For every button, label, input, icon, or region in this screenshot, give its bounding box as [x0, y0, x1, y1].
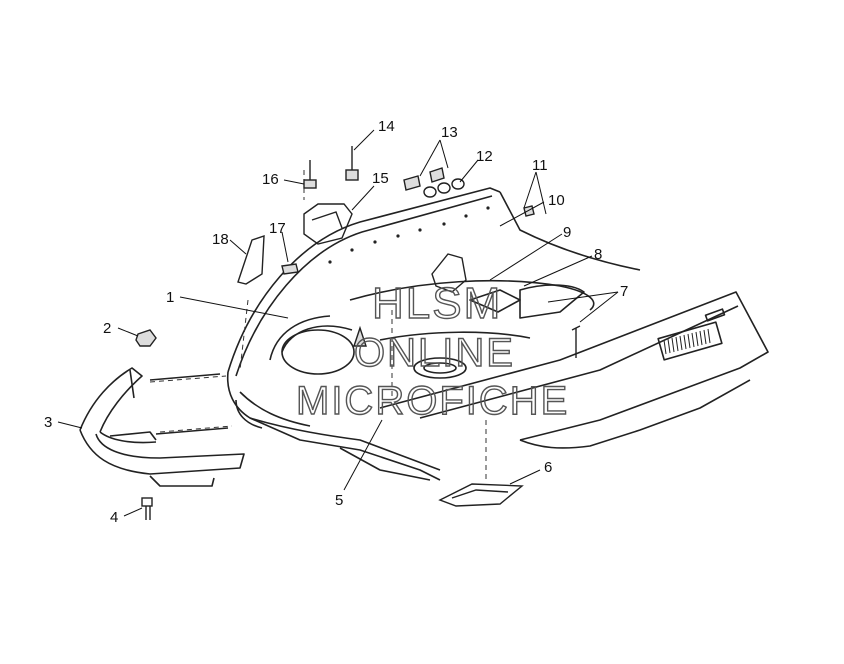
callout-18: 18	[212, 231, 229, 248]
callout-2: 2	[103, 320, 111, 337]
callout-10: 10	[548, 192, 565, 209]
callout-12: 12	[476, 148, 493, 165]
callout-4: 4	[110, 509, 118, 526]
callout-11: 11	[532, 157, 548, 174]
callout-13: 13	[441, 124, 458, 141]
hardware	[135, 146, 581, 520]
watermark-line-1: HLSM	[372, 279, 502, 328]
leader-lines	[57, 129, 619, 517]
watermark: HLSM ONLINE MICROFICHE	[295, 278, 569, 423]
callout-16: 16	[262, 171, 279, 188]
watermark-line-2: ONLINE	[354, 331, 515, 375]
callout-6: 6	[544, 459, 552, 476]
callout-8: 8	[594, 246, 602, 263]
callout-15: 15	[372, 170, 389, 187]
front-bumper	[79, 367, 245, 487]
callout-5: 5	[335, 492, 343, 509]
callout-9: 9	[563, 224, 571, 241]
watermark-line-3: MICROFICHE	[296, 379, 569, 423]
windshield-rivets	[328, 206, 490, 264]
callout-17: 17	[269, 220, 286, 237]
callout-3: 3	[44, 414, 52, 431]
callout-14: 14	[378, 118, 395, 135]
hood-body	[226, 187, 769, 481]
callouts: 1 2 3 4 5 6 7 8 9 10 11 12 13 14 15 16 1…	[44, 118, 628, 526]
callout-7: 7	[620, 283, 628, 300]
side-decal-hatching	[663, 328, 711, 355]
dashed-guides	[149, 170, 487, 480]
callout-1: 1	[166, 289, 174, 306]
